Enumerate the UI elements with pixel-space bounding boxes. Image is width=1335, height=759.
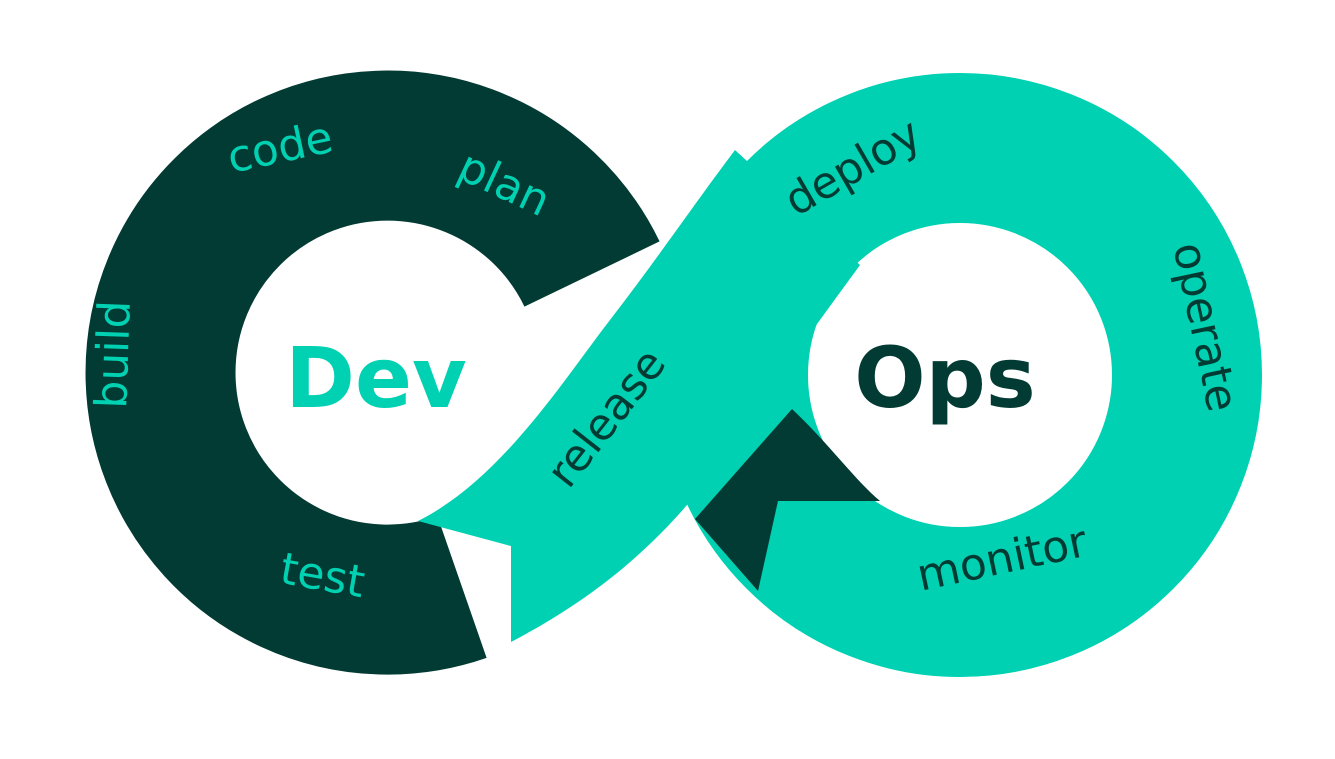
dev-loop: [85, 70, 660, 675]
dev-title: Dev: [285, 329, 466, 427]
stage-build: build: [86, 300, 141, 410]
monitor-block: [695, 409, 880, 591]
ops-title: Ops: [854, 329, 1036, 427]
release-band: [418, 150, 860, 642]
